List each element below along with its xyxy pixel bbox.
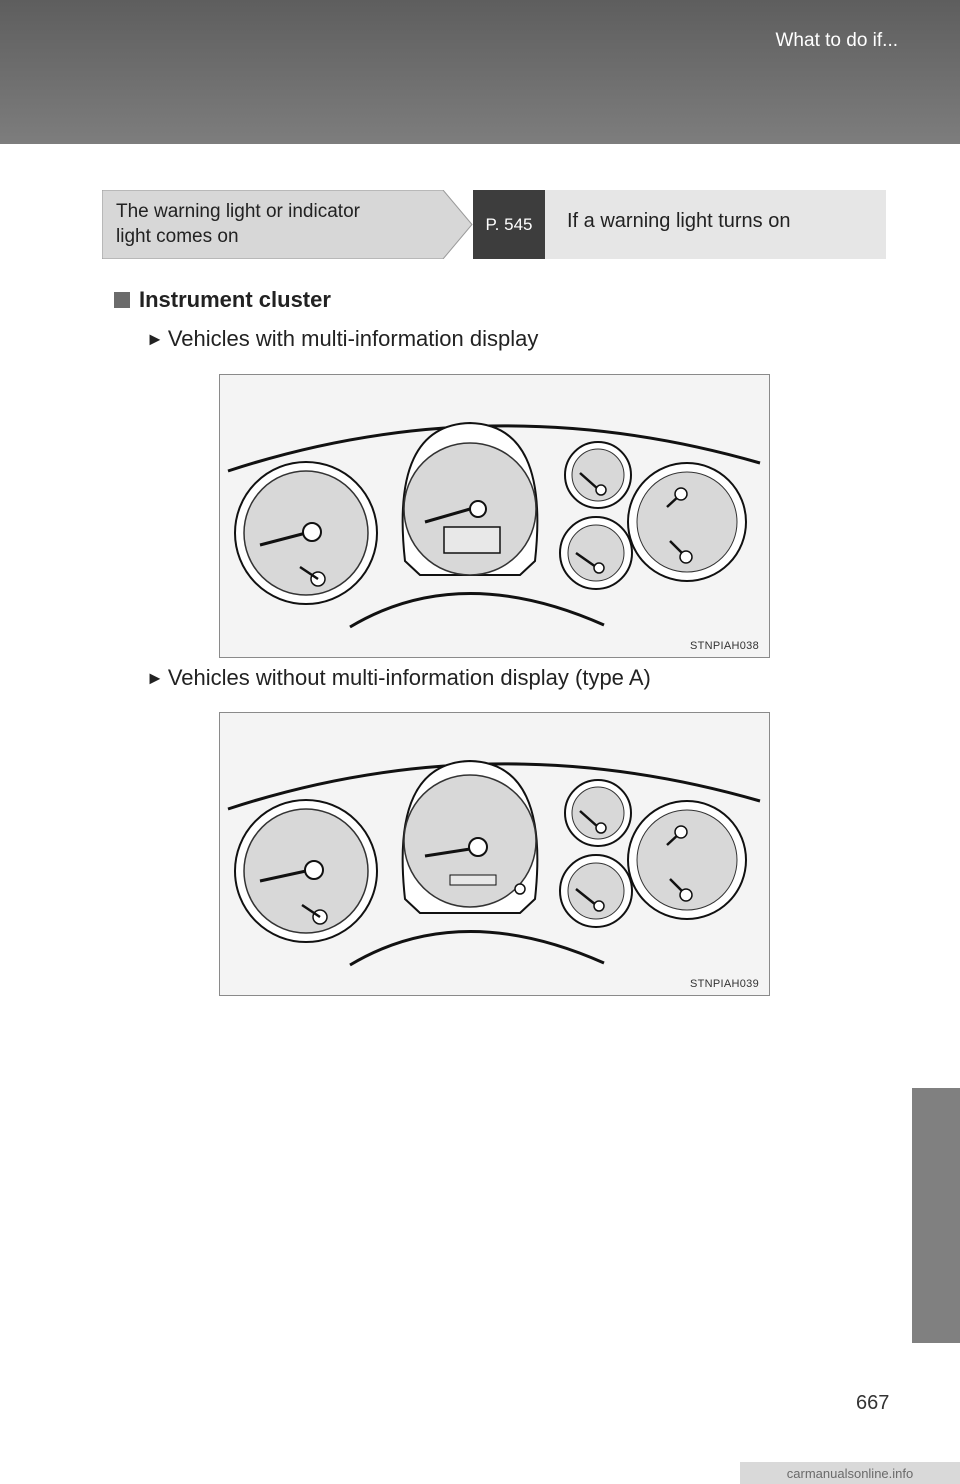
instrument-cluster-illustration-1 [227, 421, 761, 629]
figure-code: STNPIAH038 [689, 640, 759, 652]
reference-condition-line2: light comes on [116, 226, 239, 247]
reference-condition-text: The warning light or indicator light com… [116, 199, 416, 249]
section-heading-text: Instrument cluster [139, 287, 331, 312]
reference-arrow-shape [102, 190, 473, 259]
chapter-tab [912, 1088, 960, 1343]
subsection-with-mid: ►Vehicles with multi-information display [146, 326, 538, 352]
reference-condition-line1: The warning light or indicator [116, 201, 360, 222]
header-title: What to do if... [775, 30, 899, 51]
square-bullet-icon [114, 292, 130, 308]
reference-bar: The warning light or indicator light com… [102, 190, 886, 259]
instrument-cluster-figure-1: STNPIAH038 [219, 374, 770, 658]
subsection-with-mid-text: Vehicles with multi-information display [167, 326, 539, 351]
triangle-pointer-icon: ► [146, 329, 164, 349]
triangle-pointer-icon: ► [146, 668, 164, 688]
page-number: 667 [856, 1392, 890, 1414]
subsection-without-mid-text: Vehicles without multi-information displ… [167, 665, 651, 690]
instrument-cluster-illustration-2 [227, 759, 761, 967]
reference-page-link[interactable]: P. 545 [473, 190, 545, 259]
section-heading: Instrument cluster [114, 287, 331, 313]
reference-condition: The warning light or indicator light com… [102, 190, 473, 259]
instrument-cluster-figure-2: STNPIAH039 [219, 712, 770, 996]
figure-code: STNPIAH039 [689, 978, 759, 990]
page-header: What to do if... [0, 0, 960, 144]
watermark: carmanualsonline.info [740, 1462, 960, 1484]
subsection-without-mid: ►Vehicles without multi-information disp… [146, 665, 651, 691]
reference-target-text: If a warning light turns on [567, 210, 791, 232]
reference-target: If a warning light turns on [545, 190, 886, 259]
